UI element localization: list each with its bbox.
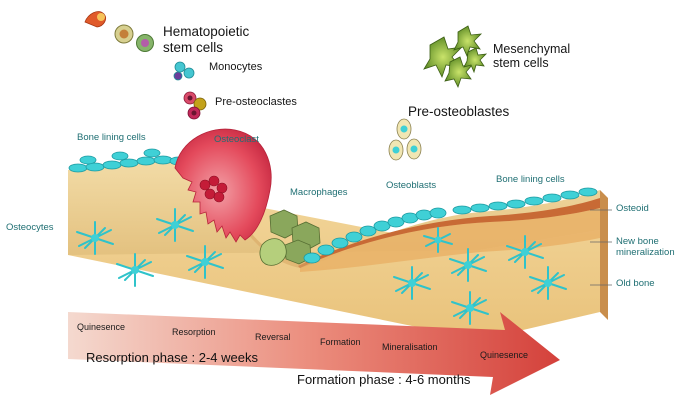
stage-resorption: Resorption (172, 327, 216, 337)
label-osteoclast: Osteoclast (214, 134, 259, 145)
leader-lines (590, 209, 612, 286)
stage-formation: Formation (320, 337, 361, 347)
monocyte-icons (173, 61, 195, 81)
label-hematopoietic-line1: Hematopoietic (163, 24, 250, 39)
label-mesenchymal: Mesenchymal stem cells (493, 42, 570, 71)
label-hematopoietic: Hematopoietic stem cells (163, 24, 249, 55)
timeline-arrow (68, 312, 560, 395)
osteoclast-cell (174, 128, 272, 243)
formation-phase-label: Formation phase : 4-6 months (297, 372, 471, 387)
pre-osteoclast-icons (183, 91, 207, 120)
label-osteoid: Osteoid (616, 203, 649, 214)
bone-lining-cells-right (452, 187, 598, 215)
hematopoietic-stem-cell-icons (84, 11, 154, 52)
mesenchymal-stem-cell-icons (423, 25, 488, 89)
stage-quinesence-start: Quinesence (77, 322, 126, 332)
stage-reversal: Reversal (255, 332, 291, 342)
resorption-phase-label: Resorption phase : 2-4 weeks (86, 350, 258, 365)
label-macrophages: Macrophages (290, 187, 348, 198)
macrophage-cells (259, 209, 321, 266)
label-new-bone-line1: New bone (616, 236, 659, 247)
osteoblast-layer (303, 207, 447, 264)
label-pre-osteoclastes: Pre-osteoclastes (215, 96, 297, 108)
new-bone-layer (300, 208, 600, 272)
label-new-bone: New bone mineralization (616, 236, 675, 259)
label-bone-lining-cells-right: Bone lining cells (496, 174, 565, 185)
pre-osteoblast-icons (388, 118, 422, 161)
label-pre-osteoblastes: Pre-osteoblastes (408, 104, 510, 119)
stage-mineralisation: Mineralisation (382, 342, 438, 352)
bone-block-side (600, 190, 608, 320)
stage-quinesence-end: Quinesence (480, 350, 529, 360)
label-bone-lining-cells-left: Bone lining cells (77, 132, 146, 143)
osteoid-layer (298, 198, 600, 268)
label-monocytes: Monocytes (209, 61, 263, 73)
label-hematopoietic-line2: stem cells (163, 39, 224, 55)
label-mesenchymal-line2: stem cells (493, 56, 549, 71)
osteocyte-network (76, 208, 567, 325)
label-new-bone-line2: mineralization (616, 246, 675, 258)
label-osteocytes: Osteocytes (6, 222, 54, 233)
label-old-bone: Old bone (616, 278, 655, 289)
label-mesenchymal-line1: Mesenchymal (493, 42, 571, 56)
label-osteoblasts: Osteoblasts (386, 180, 437, 191)
